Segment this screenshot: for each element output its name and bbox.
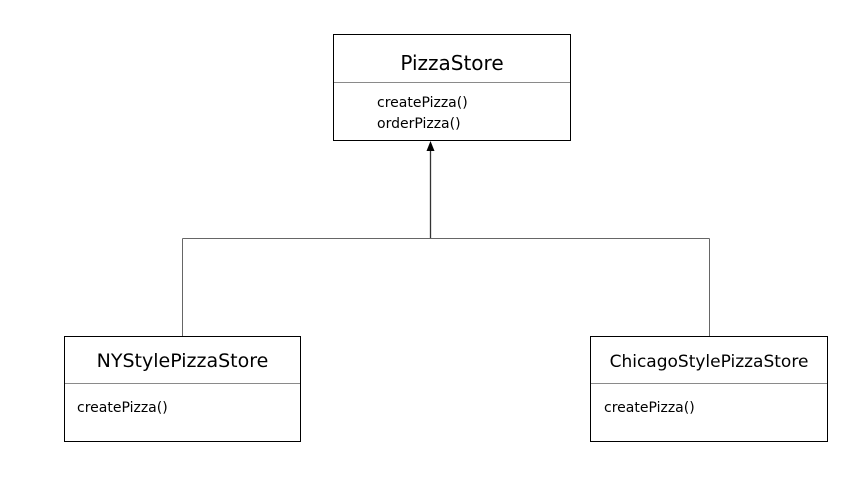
method-create-pizza: createPizza() (604, 400, 695, 416)
inheritance-arrowhead (426, 141, 435, 151)
methods-chicagostylepizzastore: createPizza() (591, 384, 827, 419)
class-nystylepizzastore[interactable]: NYStylePizzaStore createPizza() (64, 336, 301, 442)
class-name-nystylepizzastore: NYStylePizzaStore (65, 337, 300, 384)
methods-nystylepizzastore: createPizza() (65, 384, 300, 419)
class-name-chicagostylepizzastore: ChicagoStylePizzaStore (591, 337, 827, 384)
class-pizzastore[interactable]: PizzaStore createPizza() orderPizza() (333, 34, 571, 141)
class-chicagostylepizzastore[interactable]: ChicagoStylePizzaStore createPizza() (590, 336, 828, 442)
method-create-pizza: createPizza() (377, 95, 468, 111)
methods-pizzastore: createPizza() orderPizza() (334, 83, 570, 135)
method-order-pizza: orderPizza() (377, 116, 461, 132)
method-create-pizza: createPizza() (77, 400, 168, 416)
class-name-pizzastore: PizzaStore (334, 35, 570, 83)
